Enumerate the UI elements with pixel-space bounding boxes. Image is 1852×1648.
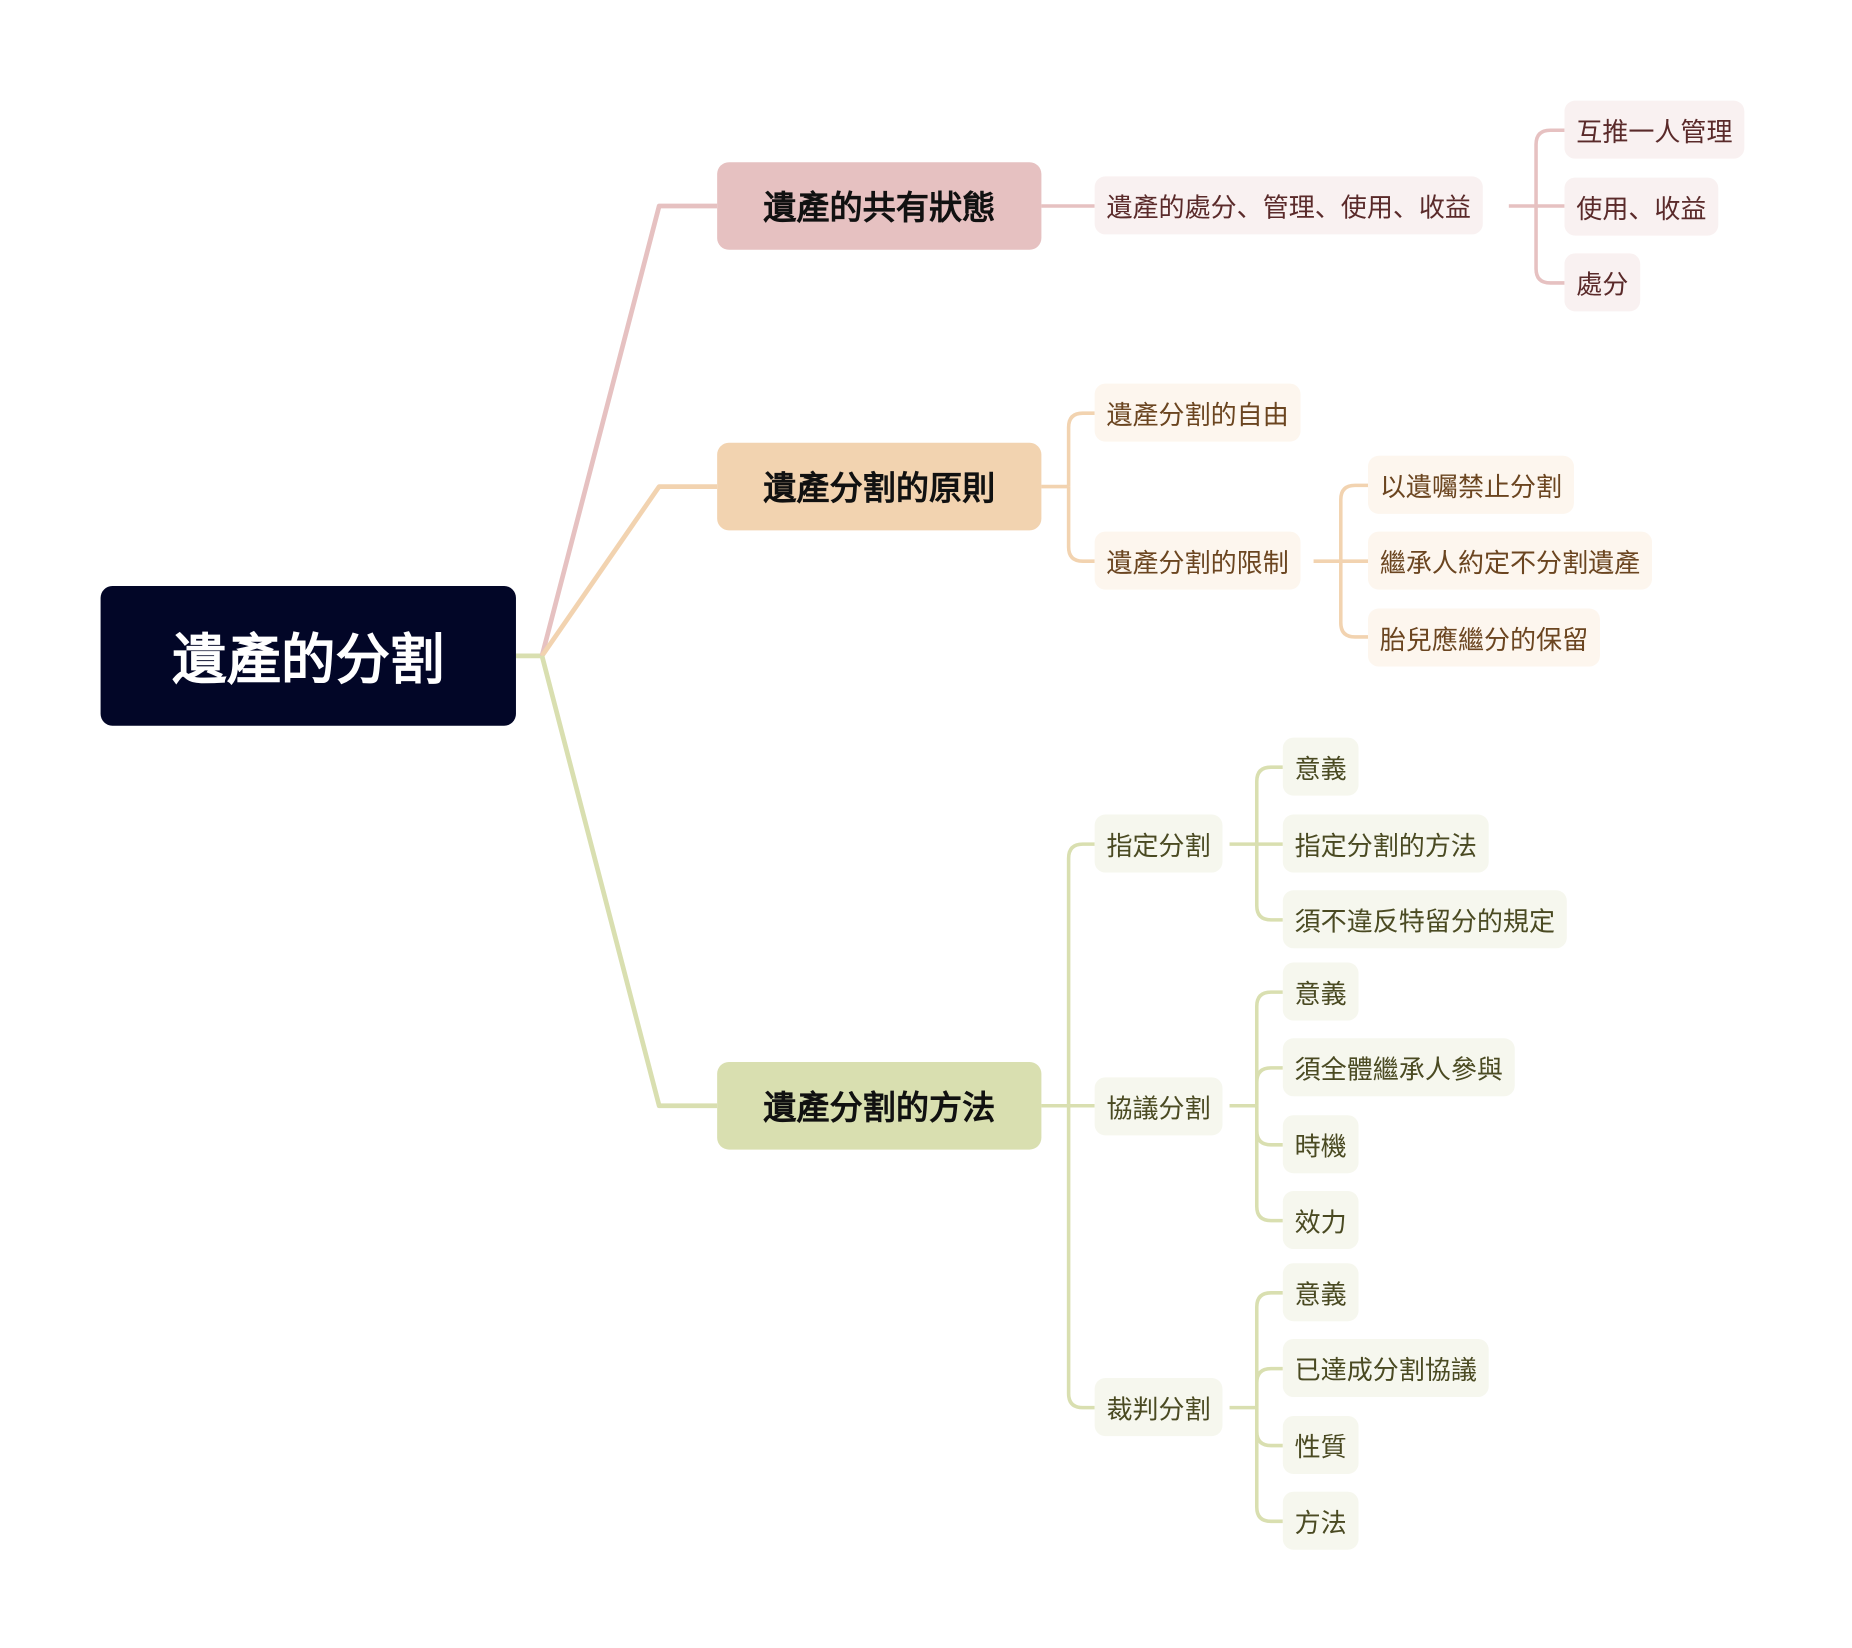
- branch-principles[interactable]: 遺產分割的原則: [717, 442, 1042, 531]
- designated-item[interactable]: 意義: [1282, 737, 1359, 796]
- branch-connector: [539, 655, 718, 1109]
- bracket-connector: [1254, 1407, 1283, 1448]
- limit-item[interactable]: 繼承人約定不分割遺產: [1368, 531, 1653, 590]
- agreement-item[interactable]: 須全體繼承人參與: [1282, 1038, 1515, 1097]
- bracket-connector: [1254, 1066, 1283, 1106]
- coownership-topic[interactable]: 遺產的處分、管理、使用、收益: [1094, 176, 1483, 235]
- bracket-connector: [1254, 844, 1283, 922]
- branch-connector: [539, 203, 718, 657]
- bracket-connector: [1066, 486, 1095, 563]
- principle-freedom[interactable]: 遺產分割的自由: [1094, 383, 1301, 442]
- designated-item[interactable]: 須不違反特留分的規定: [1282, 890, 1567, 949]
- bracket-connector: [1254, 1105, 1283, 1147]
- judicial-item[interactable]: 性質: [1282, 1415, 1359, 1474]
- coownership-child[interactable]: 處分: [1564, 253, 1641, 312]
- judicial-item[interactable]: 已達成分割協議: [1282, 1338, 1489, 1398]
- root-node[interactable]: 遺產的分割: [100, 586, 516, 726]
- bracket-connector: [1254, 990, 1283, 1106]
- bracket-connector: [1066, 1105, 1095, 1410]
- bracket-connector: [1254, 1291, 1283, 1408]
- branch-connector: [540, 484, 718, 658]
- judicial-item[interactable]: 方法: [1282, 1491, 1359, 1550]
- agreement-item[interactable]: 意義: [1282, 962, 1359, 1021]
- agreement-item[interactable]: 時機: [1282, 1115, 1359, 1174]
- bracket-connector: [1254, 765, 1283, 845]
- limit-item[interactable]: 胎兒應繼分的保留: [1368, 608, 1600, 667]
- bracket-connector: [1339, 483, 1369, 562]
- method-agreement[interactable]: 協議分割: [1094, 1077, 1223, 1136]
- bracket-connector: [1254, 1407, 1283, 1524]
- bracket-connector: [1339, 561, 1369, 639]
- agreement-item[interactable]: 效力: [1282, 1191, 1359, 1250]
- bracket-connector: [1066, 411, 1095, 487]
- bracket-connector: [1534, 205, 1565, 285]
- bracket-connector: [1254, 1105, 1283, 1223]
- branch-methods[interactable]: 遺產分割的方法: [717, 1061, 1042, 1150]
- coownership-child[interactable]: 互推一人管理: [1564, 100, 1745, 159]
- limit-item[interactable]: 以遺囑禁止分割: [1368, 455, 1574, 514]
- method-designated[interactable]: 指定分割: [1094, 814, 1223, 873]
- bracket-connector: [1254, 1366, 1283, 1408]
- coownership-child[interactable]: 使用、收益: [1564, 177, 1719, 236]
- bracket-connector: [1066, 842, 1095, 1106]
- principle-limits[interactable]: 遺產分割的限制: [1094, 531, 1301, 590]
- judicial-item[interactable]: 意義: [1282, 1263, 1359, 1322]
- branch-coownership[interactable]: 遺產的共有狀態: [717, 162, 1042, 250]
- method-judicial[interactable]: 裁判分割: [1094, 1378, 1223, 1437]
- designated-item[interactable]: 指定分割的方法: [1282, 814, 1489, 873]
- bracket-connector: [1534, 128, 1565, 206]
